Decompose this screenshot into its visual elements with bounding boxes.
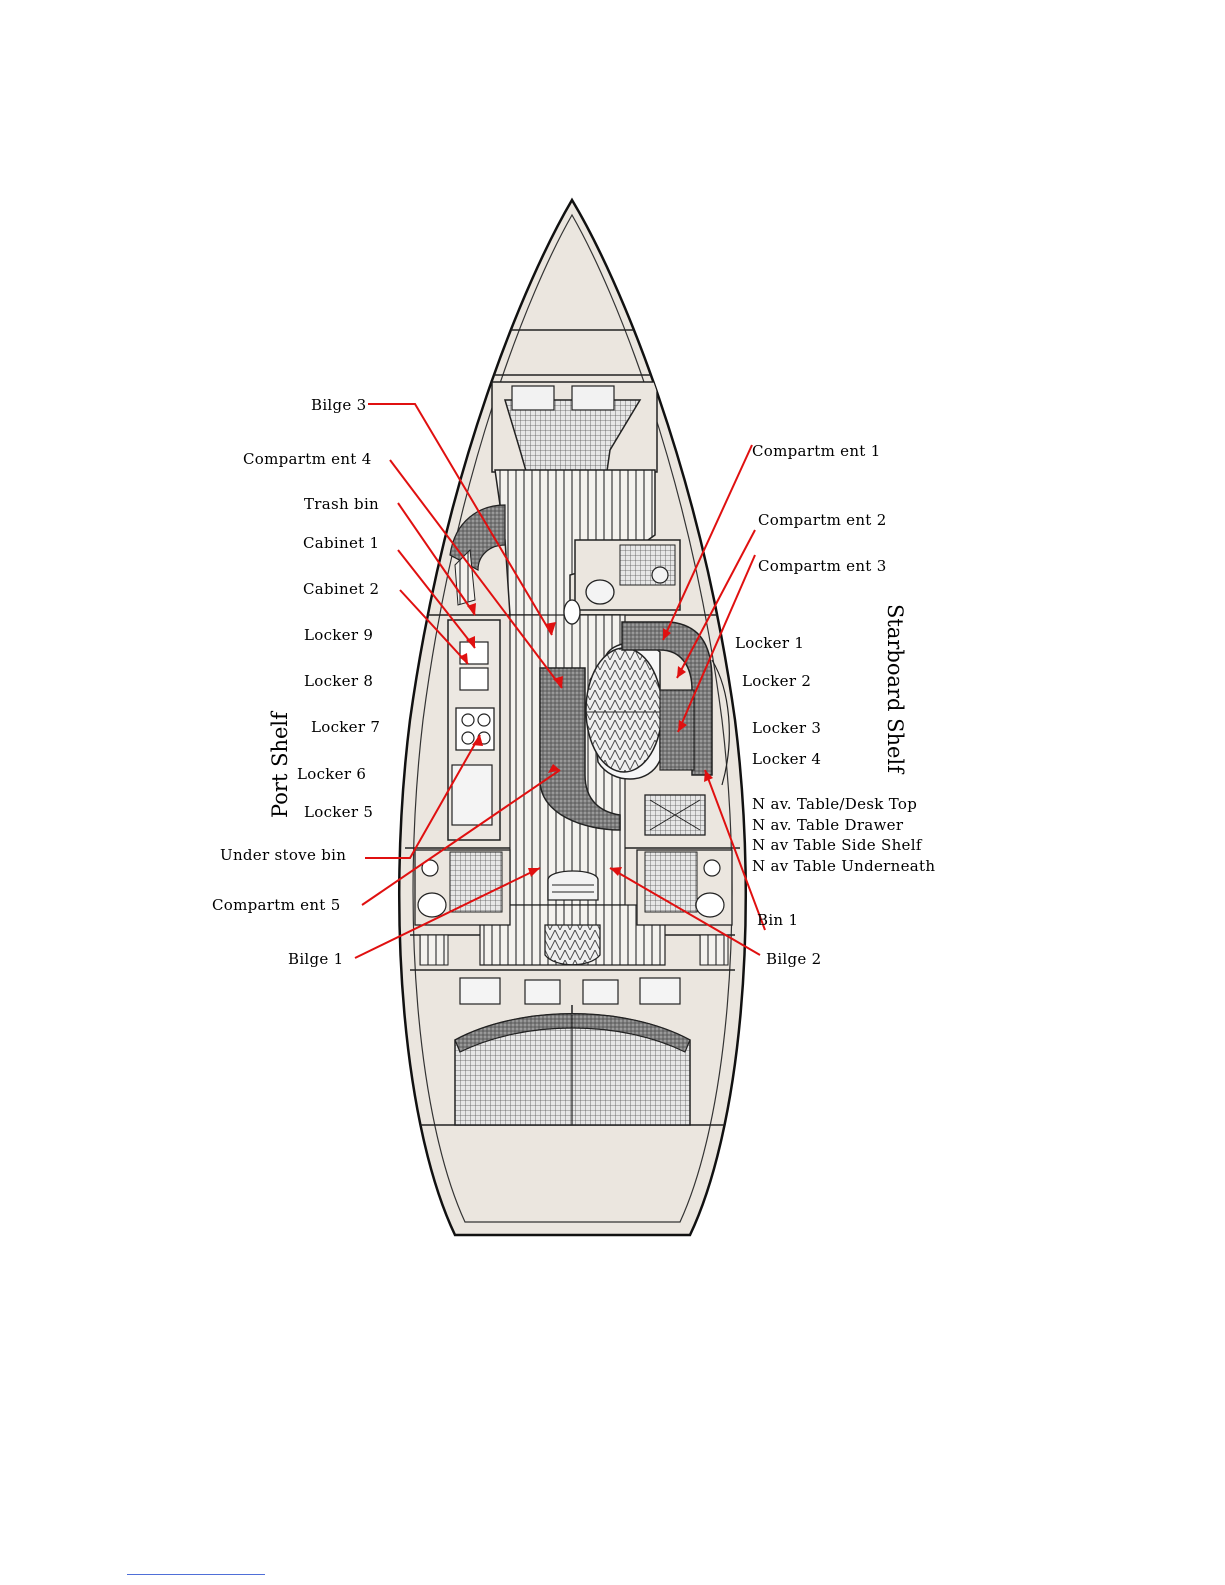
label-nav-drawer: N av. Table Drawer	[752, 816, 904, 834]
callout-arrowheads	[459, 603, 713, 877]
callout-bilge3	[368, 403, 553, 636]
label-locker-1: Locker 1	[735, 634, 805, 652]
callout-compartment1	[662, 444, 753, 641]
aft-port-toilet	[417, 892, 447, 918]
nav-station-chart	[649, 799, 701, 831]
port-vent	[419, 934, 449, 966]
label-locker-8: Locker 8	[304, 672, 374, 690]
label-locker-6: Locker 6	[297, 765, 367, 783]
hull-inner-line	[412, 213, 733, 1223]
mast-step	[563, 599, 581, 625]
label-locker-3: Locker 3	[752, 719, 822, 737]
label-starboard-shelf: Starboard Shelf	[883, 604, 907, 773]
aft-starboard-toilet	[695, 892, 725, 918]
stove-burner-1	[461, 713, 475, 727]
aft-port-sink	[421, 859, 439, 877]
callout-cabinet1	[397, 549, 476, 649]
label-compartment-4: Compartm ent 4	[243, 450, 372, 468]
callout-bilge2	[609, 867, 761, 956]
head-sink	[651, 566, 669, 584]
label-trash-bin: Trash bin	[304, 495, 380, 513]
aft-starboard-shower	[644, 851, 698, 913]
callout-under-stove-bin	[365, 734, 481, 859]
label-compartment-3: Compartm ent 3	[758, 557, 887, 575]
label-under-stove-bin: Under stove bin	[220, 846, 347, 864]
head-toilet	[585, 579, 615, 605]
label-port-shelf: Port Shelf	[268, 712, 292, 818]
aft-cabin-locker-left	[459, 977, 501, 1005]
callout-bilge1	[354, 867, 541, 959]
galley-sink-2	[459, 667, 489, 691]
aft-starboard-sink	[703, 859, 721, 877]
galley-fridge	[451, 764, 493, 826]
salon-table-top	[585, 647, 663, 773]
aft-cabin-locker-left-2	[524, 979, 561, 1005]
label-locker-9: Locker 9	[304, 626, 374, 644]
label-compartment-1: Compartm ent 1	[752, 442, 881, 460]
label-compartment-5: Compartm ent 5	[212, 896, 341, 914]
starboard-hull-shelf	[711, 659, 730, 786]
label-cabinet-1: Cabinet 1	[303, 534, 380, 552]
starboard-settee-seat	[659, 689, 695, 771]
starboard-vent	[699, 934, 729, 966]
aft-cabin-locker-right-2	[639, 977, 681, 1005]
callout-cabinet2	[399, 589, 469, 665]
stove-burner-2	[477, 713, 491, 727]
companionway-hatch	[544, 924, 601, 966]
label-bilge-3: Bilge 3	[311, 396, 367, 414]
footer-rule	[127, 1574, 265, 1575]
callout-compartment4	[389, 459, 563, 689]
label-locker-5: Locker 5	[304, 803, 374, 821]
callout-compartment3	[677, 554, 756, 733]
port-settee	[539, 667, 621, 831]
forward-berth-pillow-right	[571, 385, 615, 411]
aft-cabin-locker-right	[582, 979, 619, 1005]
stove-burner-3	[461, 731, 475, 745]
callout-lines	[354, 403, 766, 959]
label-locker-2: Locker 2	[742, 672, 812, 690]
forward-port-seat	[449, 504, 506, 572]
callout-compartment2	[676, 529, 756, 679]
label-bin-1: Bin 1	[757, 911, 799, 929]
aft-berth-pillow	[454, 1013, 691, 1053]
companionway-steps	[547, 870, 599, 901]
label-locker-4: Locker 4	[752, 750, 822, 768]
callout-bin1	[704, 769, 766, 931]
label-nav-side-shelf: N av Table Side Shelf	[752, 836, 922, 854]
label-nav-underneath: N av Table Underneath	[752, 857, 936, 875]
label-cabinet-2: Cabinet 2	[303, 580, 380, 598]
label-bilge-1: Bilge 1	[288, 950, 344, 968]
label-nav-desk-top: N av. Table/Desk Top	[752, 795, 918, 813]
port-vent-forward	[454, 548, 476, 606]
forward-berth-pillow-left	[511, 385, 555, 411]
callout-trash-bin	[397, 502, 476, 616]
label-bilge-2: Bilge 2	[766, 950, 822, 968]
label-locker-7: Locker 7	[311, 718, 381, 736]
aft-port-shower	[449, 851, 503, 913]
label-compartment-2: Compartm ent 2	[758, 511, 887, 529]
starboard-settee	[621, 621, 713, 776]
callout-compartment5	[361, 769, 561, 906]
